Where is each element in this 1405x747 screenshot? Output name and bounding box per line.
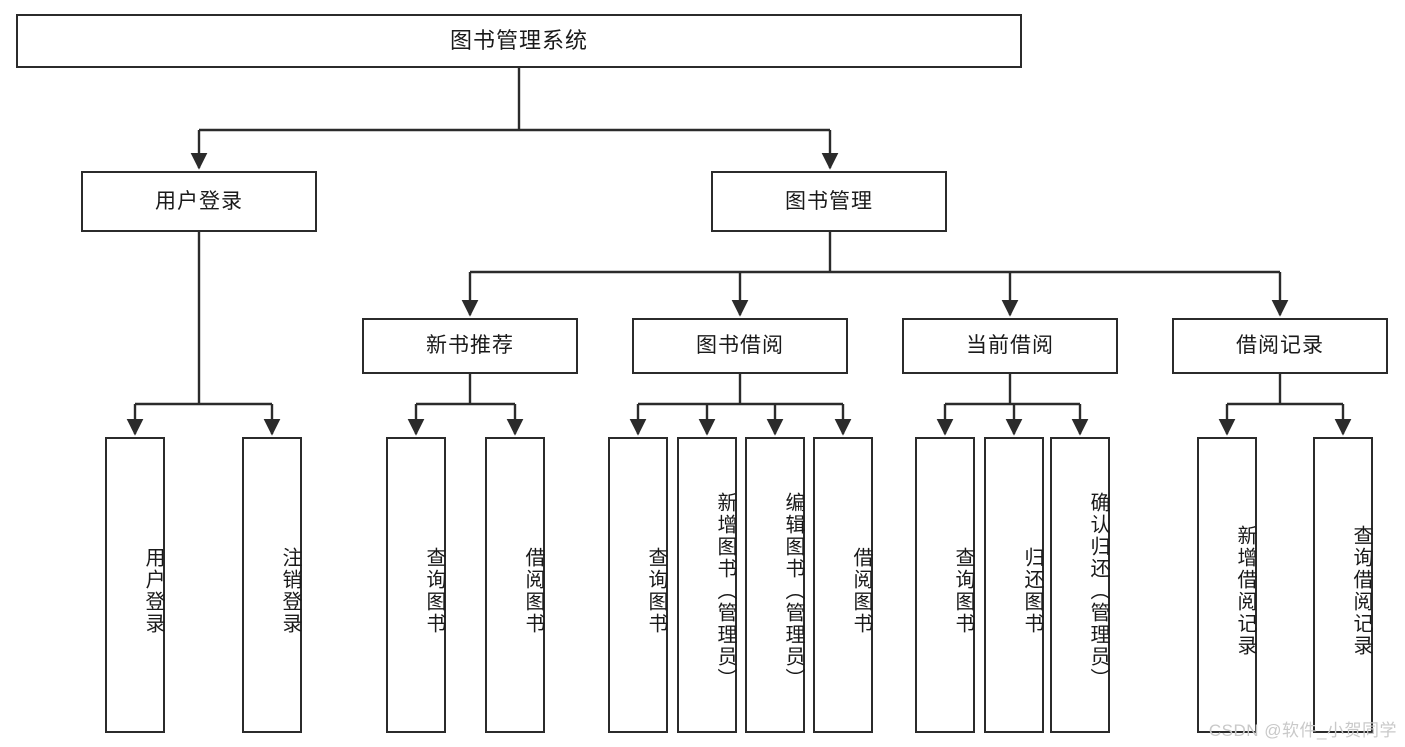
node-new-book-recommend-label: 新书推荐 — [426, 334, 514, 358]
node-book-manage[interactable]: 图书管理 — [711, 171, 947, 232]
node-leaf-return-book[interactable]: 归还图书 — [984, 437, 1044, 733]
node-user-login-label: 用户登录 — [155, 189, 243, 213]
node-book-borrow-label: 图书借阅 — [696, 334, 784, 358]
node-leaf-query-book-bor-label: 查询图书 — [645, 547, 667, 635]
node-new-book-recommend[interactable]: 新书推荐 — [362, 318, 578, 374]
node-leaf-query-record[interactable]: 查询借阅记录 — [1313, 437, 1373, 733]
node-leaf-borrow-book-rec-label: 借阅图书 — [522, 547, 544, 635]
node-leaf-add-book-label: 新增图书（管理员） — [714, 492, 736, 690]
node-root-label: 图书管理系统 — [449, 27, 588, 53]
node-leaf-borrow-book-bor[interactable]: 借阅图书 — [813, 437, 873, 733]
node-leaf-confirm-return[interactable]: 确认归还（管理员） — [1050, 437, 1110, 733]
node-leaf-query-book-cur[interactable]: 查询图书 — [915, 437, 975, 733]
node-leaf-add-record[interactable]: 新增借阅记录 — [1197, 437, 1257, 733]
node-book-borrow[interactable]: 图书借阅 — [632, 318, 848, 374]
node-user-login[interactable]: 用户登录 — [81, 171, 317, 232]
node-leaf-query-record-label: 查询借阅记录 — [1350, 525, 1372, 657]
node-leaf-user-login[interactable]: 用户登录 — [105, 437, 165, 733]
node-leaf-user-login-label: 用户登录 — [142, 547, 164, 635]
node-leaf-query-book-rec[interactable]: 查询图书 — [386, 437, 446, 733]
node-leaf-add-book[interactable]: 新增图书（管理员） — [677, 437, 737, 733]
node-borrow-record-label: 借阅记录 — [1236, 334, 1324, 358]
node-leaf-query-book-rec-label: 查询图书 — [423, 547, 445, 635]
node-leaf-borrow-book-rec[interactable]: 借阅图书 — [485, 437, 545, 733]
node-leaf-edit-book-label: 编辑图书（管理员） — [782, 492, 804, 690]
node-borrow-record[interactable]: 借阅记录 — [1172, 318, 1388, 374]
node-leaf-query-book-cur-label: 查询图书 — [952, 547, 974, 635]
node-leaf-return-book-label: 归还图书 — [1021, 547, 1043, 635]
node-root[interactable]: 图书管理系统 — [16, 14, 1022, 68]
node-current-borrow-label: 当前借阅 — [966, 334, 1054, 358]
node-current-borrow[interactable]: 当前借阅 — [902, 318, 1118, 374]
node-leaf-logout[interactable]: 注销登录 — [242, 437, 302, 733]
node-leaf-logout-label: 注销登录 — [279, 547, 301, 635]
node-leaf-confirm-return-label: 确认归还（管理员） — [1087, 492, 1109, 690]
node-book-manage-label: 图书管理 — [785, 189, 873, 213]
watermark: CSDN @软件_小贺同学 — [1208, 721, 1397, 740]
node-leaf-borrow-book-bor-label: 借阅图书 — [850, 547, 872, 635]
node-leaf-query-book-bor[interactable]: 查询图书 — [608, 437, 668, 733]
node-leaf-add-record-label: 新增借阅记录 — [1234, 525, 1256, 657]
node-leaf-edit-book[interactable]: 编辑图书（管理员） — [745, 437, 805, 733]
